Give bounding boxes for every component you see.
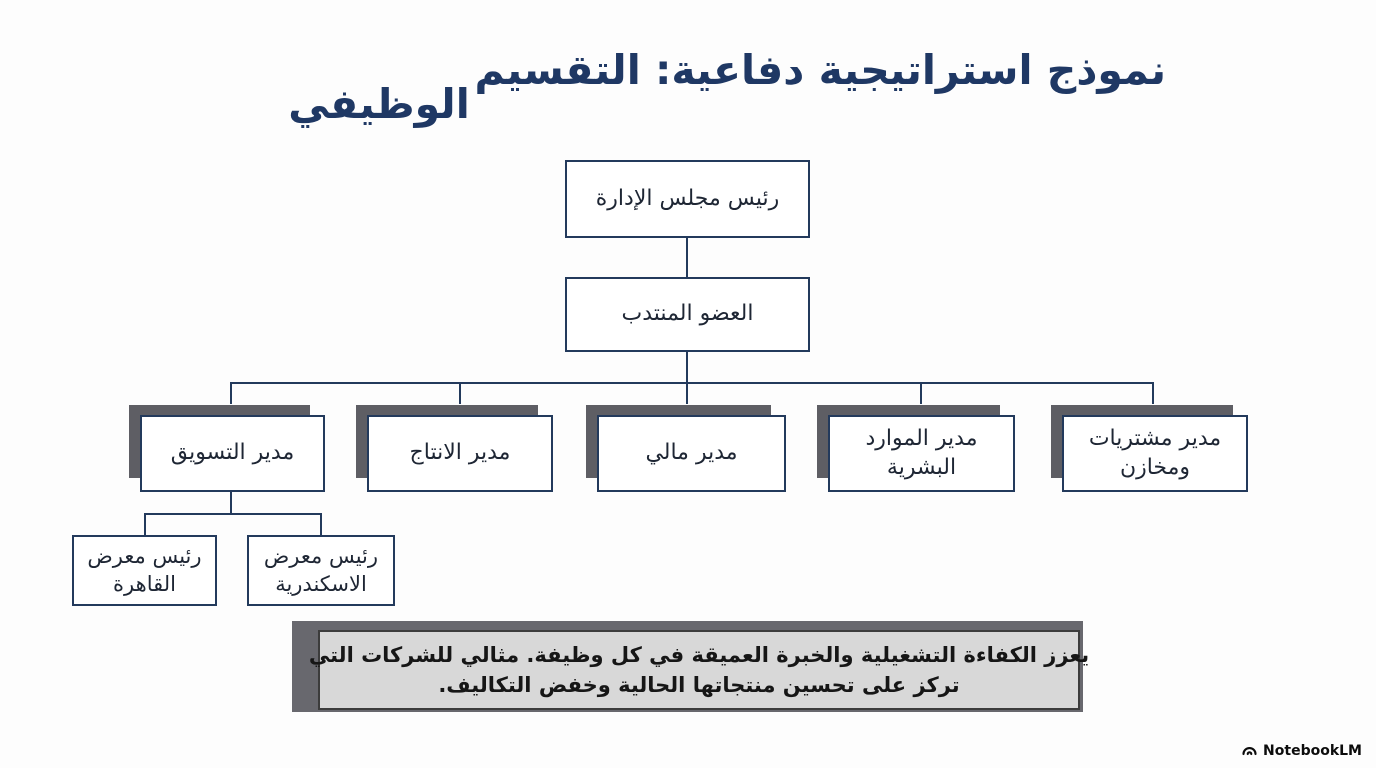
page-title-line-2: الوظيفي	[288, 80, 470, 128]
org-box-hr-manager-label: مدير الموارد البشرية	[865, 425, 978, 480]
org-box-alexandria-exhibition-head-label: رئيس معرض الاسكندرية	[263, 544, 379, 596]
connector-level3-bus	[230, 382, 1154, 384]
connector-drop-marketing	[230, 382, 232, 404]
org-box-marketing-manager-label: مدير التسويق	[170, 440, 295, 466]
notebooklm-icon	[1241, 742, 1258, 759]
org-box-cairo-exhibition-head: رئيس معرض القاهرة	[72, 535, 217, 606]
connector-drop-alexandria	[320, 513, 322, 535]
org-box-production-manager-label: مدير الانتاج	[409, 440, 511, 466]
footer-brand-label: NotebookLM	[1263, 742, 1362, 759]
org-box-managing-director: العضو المنتدب	[565, 277, 810, 352]
connector-md-bus	[686, 352, 688, 382]
org-box-production-manager: مدير الانتاج	[356, 405, 553, 492]
org-box-cairo-exhibition-head-label: رئيس معرض القاهرة	[87, 544, 202, 596]
strategy-note-line-1: يعزز الكفاءة التشغيلية والخبرة العميقة ف…	[308, 642, 1090, 667]
footer-brand: NotebookLM	[1241, 742, 1362, 759]
org-box-hr-manager: مدير الموارد البشرية	[817, 405, 1015, 492]
org-box-marketing-manager: مدير التسويق	[129, 405, 325, 492]
connector-drop-cairo	[144, 513, 146, 535]
org-box-chairman-label: رئيس مجلس الإدارة	[595, 185, 780, 211]
org-box-procurement-manager: مدير مشتريات ومخازن	[1051, 405, 1248, 492]
org-box-alexandria-exhibition-head: رئيس معرض الاسكندرية	[247, 535, 395, 606]
connector-drop-production	[459, 382, 461, 404]
connector-marketing-sub	[230, 492, 232, 513]
org-box-procurement-manager-label: مدير مشتريات ومخازن	[1088, 425, 1222, 480]
strategy-note-line-2: تركز على تحسين منتجاتها الحالية وخفض الت…	[438, 673, 960, 697]
org-box-chairman: رئيس مجلس الإدارة	[565, 160, 810, 238]
org-box-managing-director-label: العضو المنتدب	[621, 301, 754, 327]
connector-drop-procurement	[1152, 382, 1154, 404]
connector-drop-finance	[686, 382, 688, 404]
strategy-note-box: يعزز الكفاءة التشغيلية والخبرة العميقة ف…	[292, 621, 1089, 712]
connector-drop-hr	[920, 382, 922, 404]
page-title-line-1: نموذج استراتيجية دفاعية: التقسيم	[474, 46, 1166, 94]
connector-chairman-md	[686, 238, 688, 277]
connector-level4-bus	[144, 513, 322, 515]
org-box-finance-manager: مدير مالي	[586, 405, 786, 492]
org-box-finance-manager-label: مدير مالي	[645, 440, 738, 466]
